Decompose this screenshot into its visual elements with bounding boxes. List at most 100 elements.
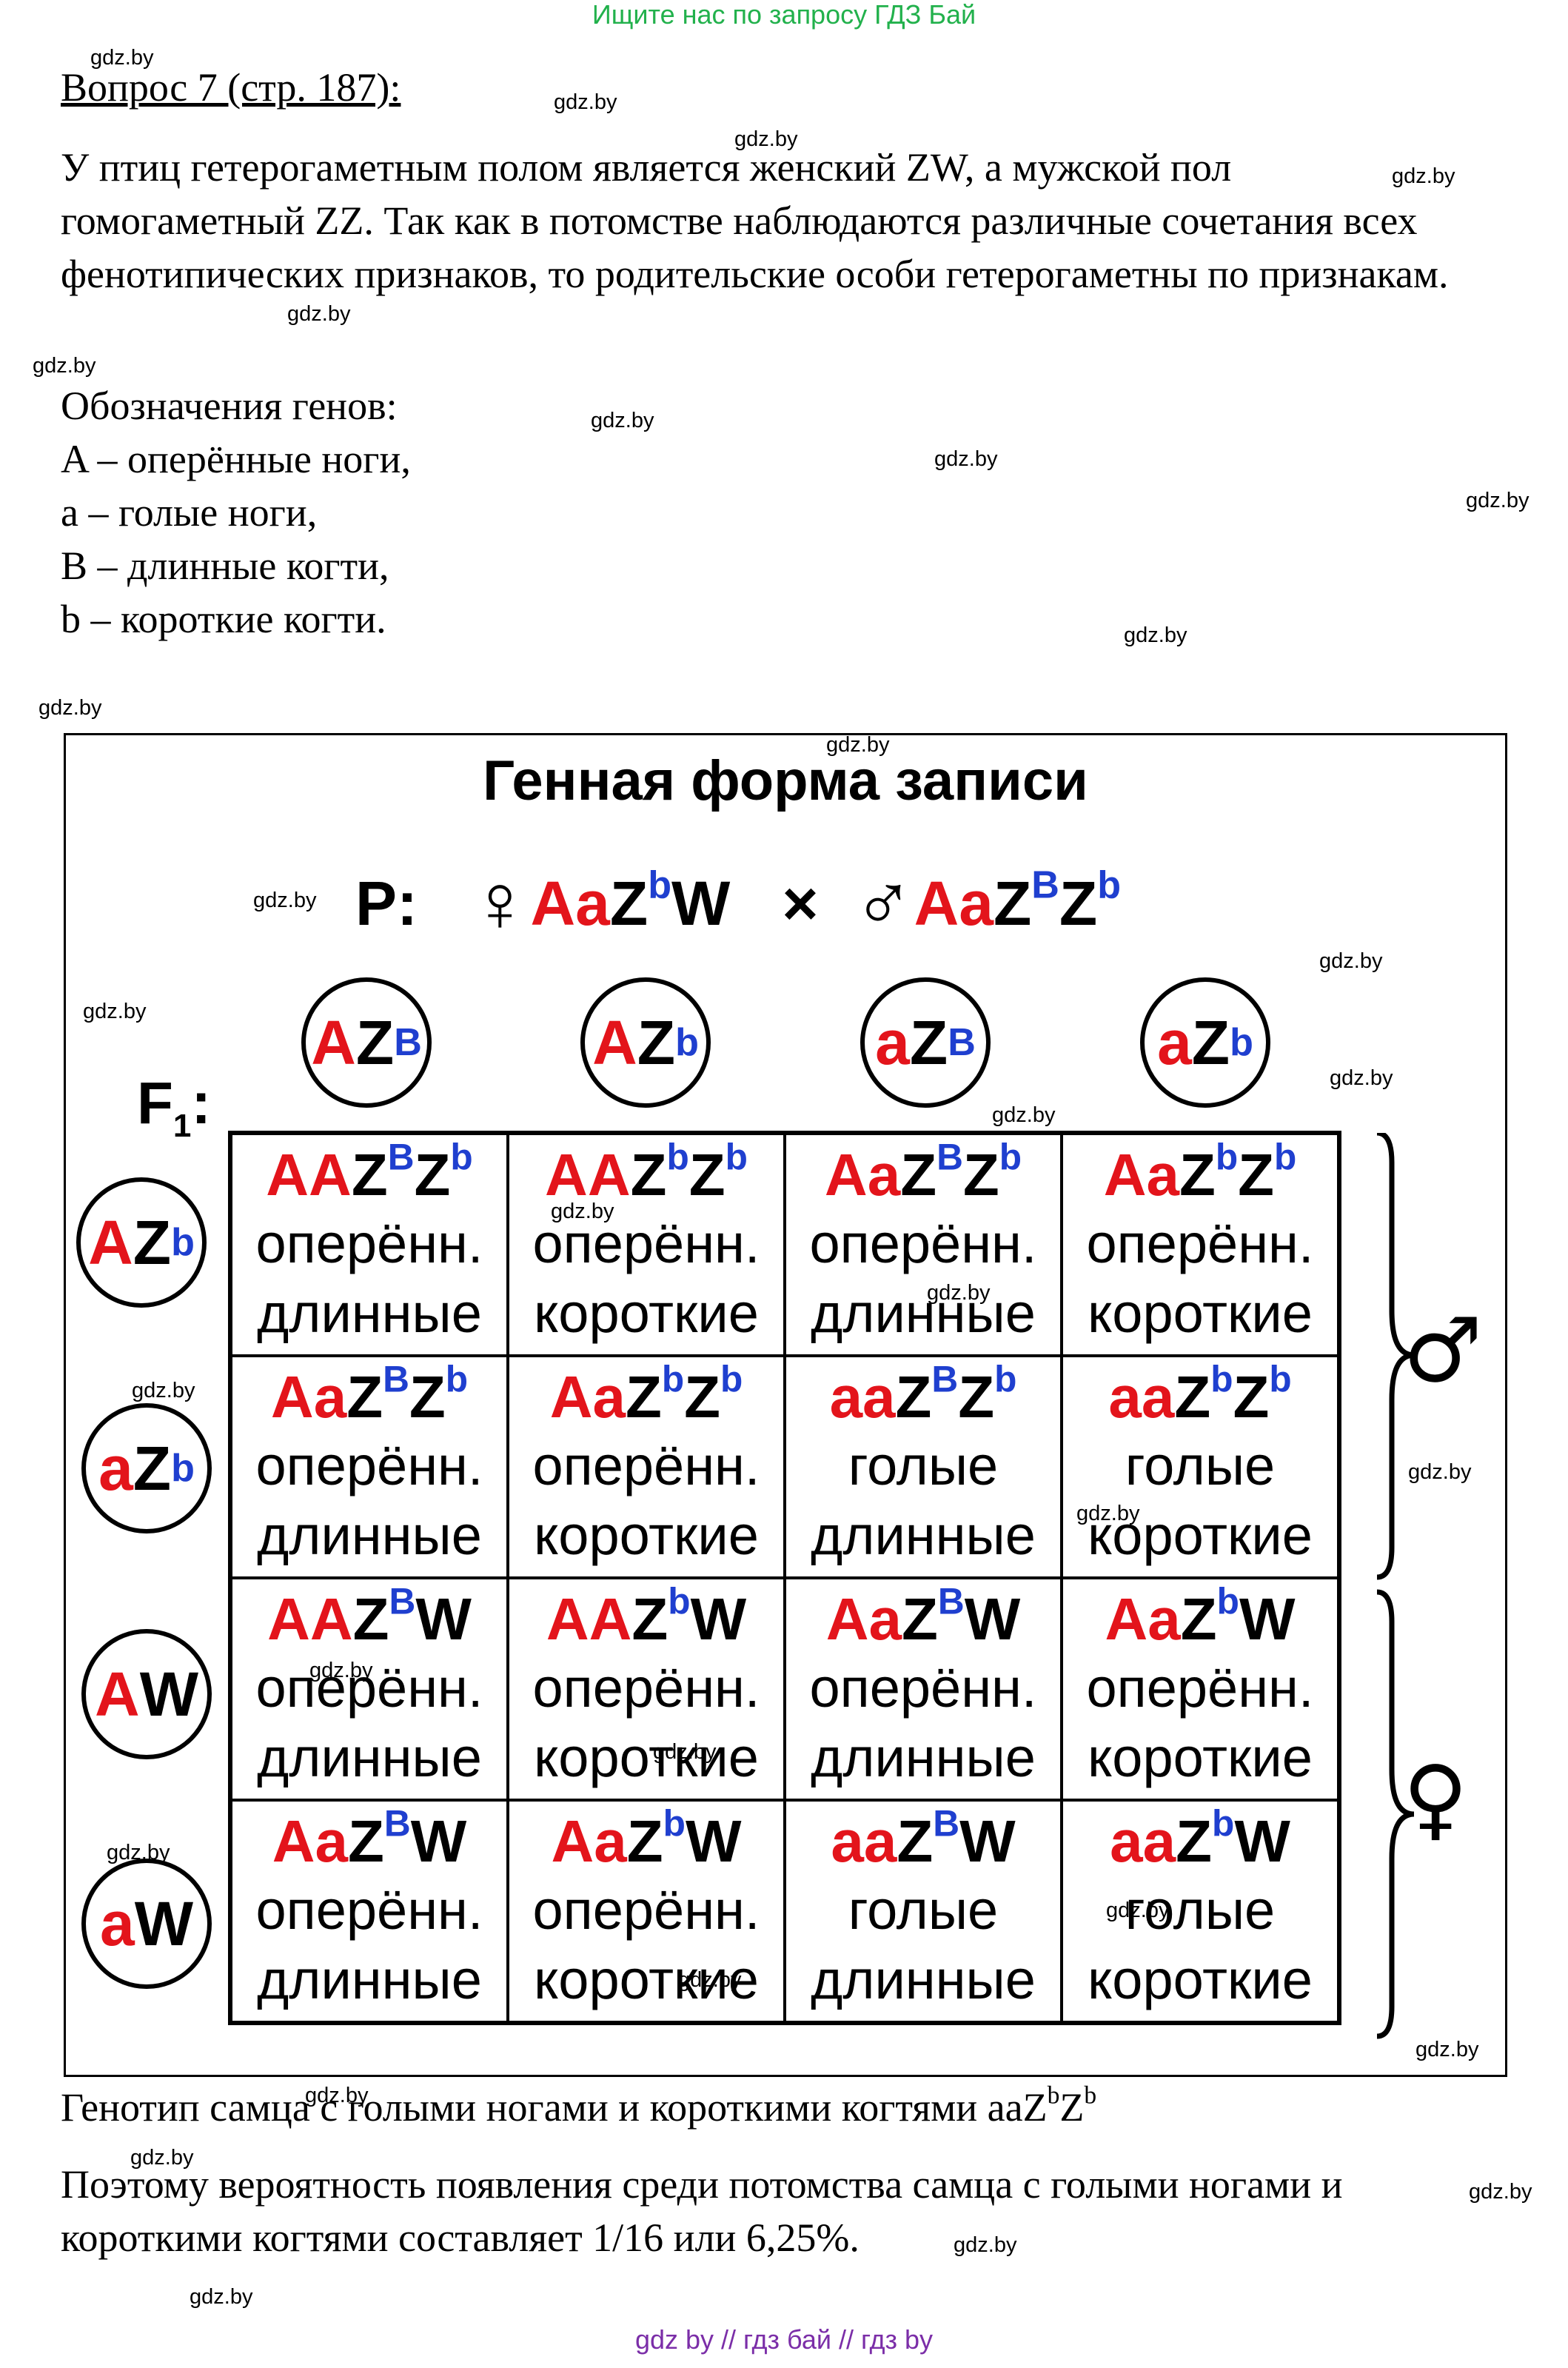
allele-text: AA [267, 1586, 353, 1652]
allele-text: Z [895, 1364, 932, 1430]
claws-phenotype: длинные [257, 1505, 482, 1566]
allele-text: A [311, 1008, 356, 1077]
watermark: gdz.by [591, 409, 654, 432]
allele-text: Z [897, 1808, 934, 1874]
allele-superscript: b [666, 1136, 689, 1178]
claws-phenotype: короткие [1088, 1727, 1313, 1788]
claws-phenotype: короткие [534, 1727, 759, 1788]
claws-phenotype: длинные [811, 1727, 1036, 1788]
allele-text: Z [631, 1586, 669, 1652]
watermark: gdz.by [1466, 489, 1530, 512]
allele-superscript: b [720, 1358, 743, 1400]
allele-text: Z [414, 1142, 451, 1208]
legs-phenotype: оперённ. [532, 1435, 760, 1496]
allele-text: Z [637, 1008, 676, 1077]
allele-superscript: b [1097, 863, 1122, 907]
allele-text: W [415, 1586, 472, 1652]
allele-text: Z [1176, 1808, 1213, 1874]
claws-phenotype: длинные [811, 1282, 1036, 1344]
allele-superscript: b [445, 1358, 469, 1400]
offspring-genotype: AaZbZb [509, 1360, 783, 1431]
claws-phenotype: короткие [1088, 1949, 1313, 2010]
allele-text: W [959, 1808, 1016, 1874]
legs-phenotype: оперённ. [1086, 1213, 1314, 1274]
allele-text: Aa [551, 1808, 627, 1874]
footer-links[interactable]: gdz by // гдз бай // гдз by [634, 2324, 934, 2355]
allele-text: Z [352, 1586, 389, 1652]
male-bracket [1376, 1133, 1415, 1580]
allele-text: W [410, 1808, 467, 1874]
legs-phenotype: голые [1125, 1879, 1276, 1941]
offspring-genotype: aaZbW [1063, 1805, 1337, 1876]
watermark: gdz.by [992, 1103, 1056, 1127]
legs-phenotype: оперённ. [532, 1213, 760, 1274]
f1-label: F1: [137, 1070, 211, 1145]
allele-superscript: b [1215, 1136, 1239, 1178]
p-label: P: [355, 869, 418, 938]
allele-text: Z [1059, 869, 1098, 938]
allele-superscript: b [1212, 1802, 1235, 1844]
allele-text: Z [1179, 1142, 1216, 1208]
claws-phenotype: короткие [534, 1282, 759, 1344]
allele-text: Z [409, 1364, 446, 1430]
allele-text: Z [133, 1434, 172, 1503]
allele-superscript: B [931, 1358, 959, 1400]
watermark: gdz.by [554, 90, 617, 114]
watermark: gdz.by [287, 302, 351, 326]
allele-superscript: B [937, 1136, 963, 1178]
allele-superscript: b [668, 1580, 691, 1622]
allele-text: a [1157, 1008, 1192, 1077]
watermark: gdz.by [1469, 2180, 1532, 2204]
watermark: gdz.by [33, 354, 96, 378]
conclusion: Поэтому вероятность появления среди пото… [61, 2162, 1343, 2260]
allele-text: A [592, 1008, 637, 1077]
cross-symbol: × [782, 869, 819, 938]
allele-text: W [1234, 1808, 1290, 1874]
male-parent-genotype: AaZBZb [914, 866, 1121, 938]
offspring-genotype: AaZbW [1063, 1582, 1337, 1653]
allele-superscript: b [1210, 1358, 1233, 1400]
watermark: gdz.by [1124, 623, 1187, 647]
allele-superscript: B [387, 1136, 415, 1178]
allele-text: Aa [824, 1142, 901, 1208]
female-symbol-icon: ♀ [469, 857, 531, 949]
allele-superscript: b [663, 1802, 686, 1844]
legs-phenotype: оперённ. [1086, 1657, 1314, 1719]
allele-text: Z [355, 1008, 395, 1077]
allele-text: Z [1191, 1008, 1230, 1077]
genes-header: Обозначения генов: [61, 384, 398, 428]
intro-paragraph: У птиц гетерогаметным полом является жен… [61, 145, 1449, 296]
watermark: gdz.by [190, 2285, 253, 2309]
offspring-genotype: aaZBW [786, 1805, 1060, 1876]
allele-text: Z [900, 1142, 937, 1208]
allele-text: W [1239, 1586, 1296, 1652]
search-banner[interactable]: Ищите нас по запросу ГДЗ Бай [592, 0, 976, 30]
diagram-frame [64, 733, 1507, 2077]
watermark: gdz.by [954, 2233, 1017, 2257]
allele-text: aa [829, 1364, 896, 1430]
allele-superscript: b [1274, 1136, 1297, 1178]
allele-text: Aa [825, 1586, 902, 1652]
watermark: gdz.by [90, 46, 154, 70]
allele-text: AA [545, 1142, 631, 1208]
allele-text: Aa [530, 869, 610, 938]
allele-text: aa [831, 1808, 897, 1874]
watermark: gdz.by [253, 889, 317, 912]
watermark: gdz.by [934, 447, 998, 471]
allele-text: aa [1110, 1808, 1176, 1874]
allele-superscript: b [661, 1358, 685, 1400]
genotype-sup: b [1084, 2081, 1097, 2110]
